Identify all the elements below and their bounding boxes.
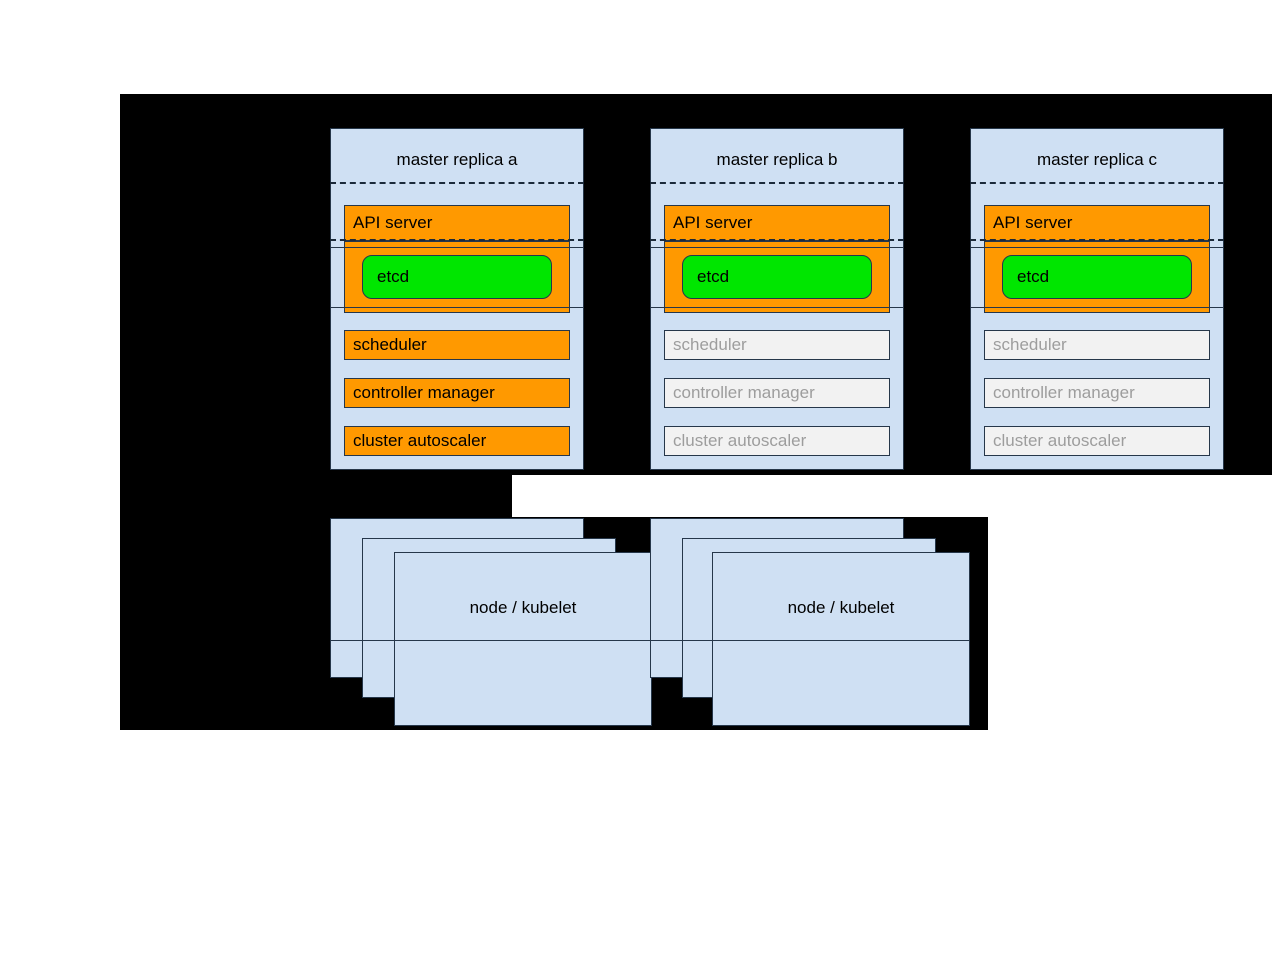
master-a-controller-manager-label: controller manager xyxy=(353,383,495,402)
rule-dashed-upper-c xyxy=(970,182,1224,184)
master-b-cluster-autoscaler-label: cluster autoscaler xyxy=(673,431,807,450)
master-c-controller-manager[interactable]: controller manager xyxy=(984,378,1210,408)
master-b-scheduler[interactable]: scheduler xyxy=(664,330,890,360)
master-b-controller-manager[interactable]: controller manager xyxy=(664,378,890,408)
master-c-scheduler[interactable]: scheduler xyxy=(984,330,1210,360)
rule-solid-node-row-1 xyxy=(330,640,652,641)
master-c-cluster-autoscaler[interactable]: cluster autoscaler xyxy=(984,426,1210,456)
master-b-etcd[interactable]: etcd xyxy=(682,255,872,299)
backdrop-gap xyxy=(512,475,1280,517)
rule-solid-lower-a xyxy=(330,307,584,308)
master-b-api-server[interactable]: API server xyxy=(664,205,890,241)
master-a-scheduler-label: scheduler xyxy=(353,335,427,354)
rule-dashed-lower-c xyxy=(970,239,1224,241)
rule-solid-lower-b xyxy=(650,307,904,308)
master-a-etcd[interactable]: etcd xyxy=(362,255,552,299)
rule-dashed-lower-b xyxy=(650,239,904,241)
node-group-1-card-front[interactable] xyxy=(394,552,652,726)
master-a-etcd-label: etcd xyxy=(377,267,410,286)
master-c-api-server-label: API server xyxy=(993,213,1073,232)
master-a-controller-manager[interactable]: controller manager xyxy=(344,378,570,408)
master-replica-c-title: master replica c xyxy=(1037,150,1157,169)
master-c-controller-manager-label: controller manager xyxy=(993,383,1135,402)
rule-solid-upper-c xyxy=(970,247,1224,248)
master-a-scheduler[interactable]: scheduler xyxy=(344,330,570,360)
master-b-controller-manager-label: controller manager xyxy=(673,383,815,402)
master-a-api-server[interactable]: API server xyxy=(344,205,570,241)
rule-dashed-upper-b xyxy=(650,182,904,184)
rule-dashed-upper-a xyxy=(330,182,584,184)
master-c-cluster-autoscaler-label: cluster autoscaler xyxy=(993,431,1127,450)
master-replica-b-title: master replica b xyxy=(716,150,838,169)
node-group-2-card-front[interactable] xyxy=(712,552,970,726)
rule-solid-upper-b xyxy=(650,247,904,248)
master-a-cluster-autoscaler-label: cluster autoscaler xyxy=(353,431,487,450)
rule-solid-upper-a xyxy=(330,247,584,248)
master-c-etcd-label: etcd xyxy=(1017,267,1050,286)
rule-solid-lower-c xyxy=(970,307,1224,308)
node-group-2-label: node / kubelet xyxy=(787,598,895,617)
node-group-1-label: node / kubelet xyxy=(469,598,577,617)
master-c-scheduler-label: scheduler xyxy=(993,335,1067,354)
master-a-api-server-label: API server xyxy=(353,213,433,232)
rule-dashed-lower-a xyxy=(330,239,584,241)
master-c-api-server[interactable]: API server xyxy=(984,205,1210,241)
master-b-cluster-autoscaler[interactable]: cluster autoscaler xyxy=(664,426,890,456)
master-replica-a-title: master replica a xyxy=(396,150,518,169)
master-b-scheduler-label: scheduler xyxy=(673,335,747,354)
rule-solid-node-row-2 xyxy=(650,640,970,641)
master-a-cluster-autoscaler[interactable]: cluster autoscaler xyxy=(344,426,570,456)
master-b-etcd-label: etcd xyxy=(697,267,730,286)
master-b-api-server-label: API server xyxy=(673,213,753,232)
master-c-etcd[interactable]: etcd xyxy=(1002,255,1192,299)
